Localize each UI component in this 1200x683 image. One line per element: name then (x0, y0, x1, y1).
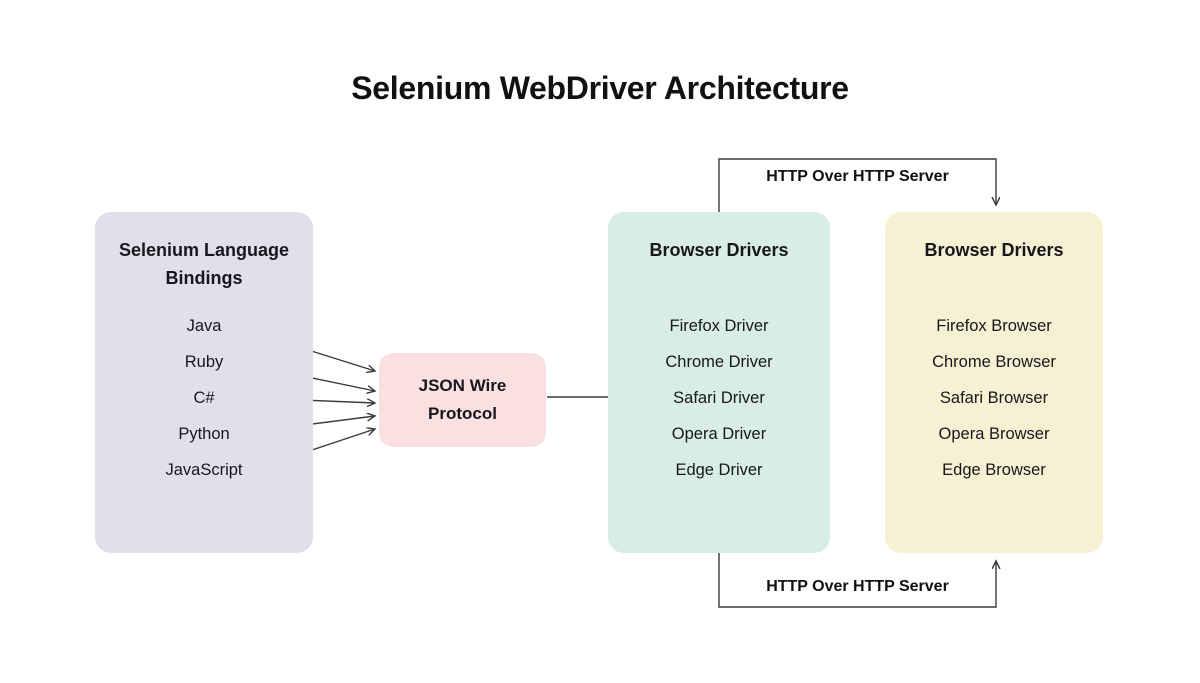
json-wire-protocol-label: JSON Wire Protocol (379, 353, 546, 447)
page-title: Selenium WebDriver Architecture (351, 70, 849, 106)
driver-item-opera: Opera Driver (671, 425, 767, 443)
browser-item-chrome: Chrome Browser (932, 353, 1056, 371)
browser-item-edge: Edge Browser (942, 461, 1046, 479)
selenium-language-bindings-box: Selenium Language Bindings Java Ruby C# … (95, 212, 313, 553)
bindings-box-title: Selenium Language Bindings (95, 236, 313, 292)
json-wire-protocol-box: JSON Wire Protocol (379, 353, 546, 447)
binding-item-python: Python (178, 425, 230, 443)
driver-item-safari: Safari Driver (673, 389, 765, 407)
binding-item-csharp: C# (193, 389, 215, 407)
driver-item-chrome: Chrome Driver (665, 353, 773, 371)
json-wire-protocol-text: JSON Wire Protocol (418, 376, 507, 423)
browser-item-firefox: Firefox Browser (936, 317, 1052, 335)
browser-drivers-box: Browser Drivers Firefox Driver Chrome Dr… (608, 212, 830, 553)
binding-item-java: Java (186, 317, 222, 335)
binding-item-ruby: Ruby (184, 353, 224, 371)
drivers-item-list: Firefox Driver Chrome Driver Safari Driv… (608, 308, 830, 488)
browsers-box-title: Browser Drivers (885, 236, 1103, 264)
drivers-box-title-text: Browser Drivers (649, 240, 789, 260)
binding-item-javascript: JavaScript (165, 461, 243, 479)
browsers-box-title-text: Browser Drivers (924, 240, 1064, 260)
bindings-item-list: Java Ruby C# Python JavaScript (95, 308, 313, 488)
drivers-box-title: Browser Drivers (608, 236, 830, 264)
http-over-http-server-label-bottom: HTTP Over HTTP Server (766, 578, 949, 595)
http-over-http-server-label-top: HTTP Over HTTP Server (766, 168, 949, 185)
browsers-item-list: Firefox Browser Chrome Browser Safari Br… (885, 308, 1103, 488)
browser-item-safari: Safari Browser (939, 389, 1049, 407)
bindings-box-title-text: Selenium Language Bindings (118, 240, 290, 288)
driver-item-firefox: Firefox Driver (669, 317, 769, 335)
browser-item-opera: Opera Browser (938, 425, 1050, 443)
browsers-box: Browser Drivers Firefox Browser Chrome B… (885, 212, 1103, 553)
driver-item-edge: Edge Driver (675, 461, 763, 479)
